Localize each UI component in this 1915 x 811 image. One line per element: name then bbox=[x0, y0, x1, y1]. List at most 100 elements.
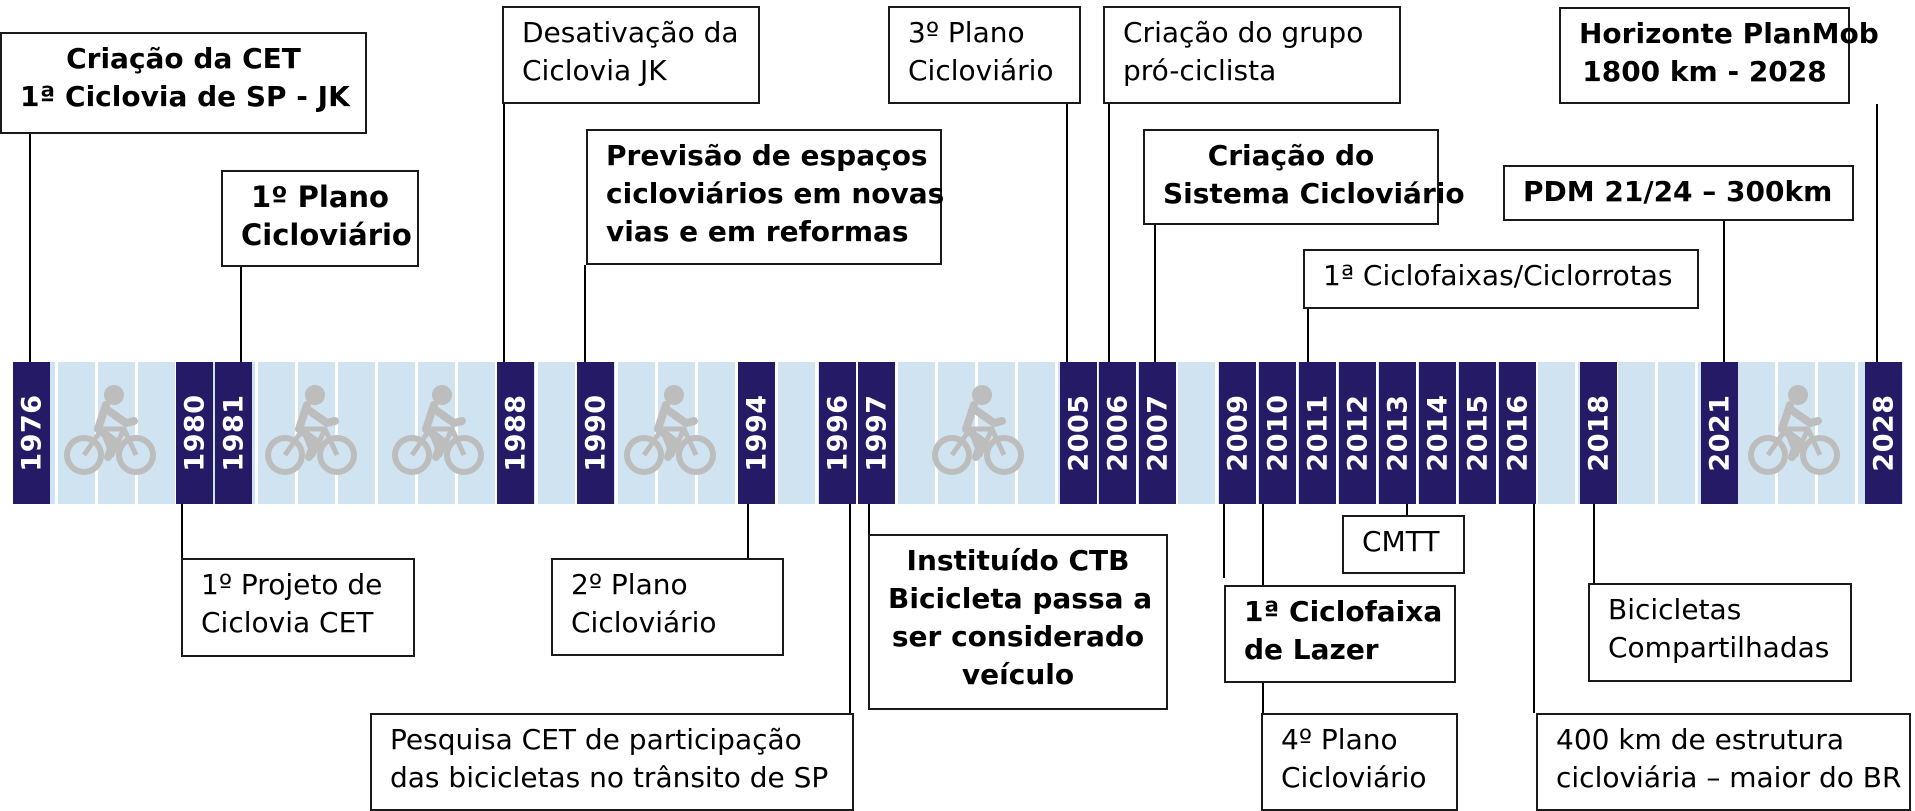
year-label: 1996 bbox=[822, 394, 853, 472]
year-marker-2011: 2011 bbox=[1299, 362, 1336, 504]
event-2007-line1: Criação do bbox=[1207, 139, 1375, 172]
event-2011-line1: 1ª Ciclofaixas/Ciclorrotas bbox=[1323, 259, 1673, 292]
year-marker-2012: 2012 bbox=[1339, 362, 1376, 504]
connector-line bbox=[240, 267, 242, 362]
bicycle-icon bbox=[263, 383, 359, 481]
band-separator bbox=[935, 362, 938, 504]
bicycle-icon bbox=[390, 383, 486, 481]
connector-line bbox=[181, 504, 183, 558]
event-2009-line1: 1ª Ciclofaixa bbox=[1244, 595, 1443, 628]
year-label: 2007 bbox=[1142, 394, 1173, 472]
year-label: 2010 bbox=[1262, 394, 1293, 472]
connector-line bbox=[1307, 309, 1309, 362]
event-2018-box: Bicicletas Compartilhadas bbox=[1588, 583, 1852, 682]
event-2010-line2: Cicloviário bbox=[1281, 761, 1427, 794]
event-2021-box: PDM 21/24 – 300km bbox=[1503, 165, 1854, 221]
band-separator bbox=[815, 362, 818, 504]
band-separator bbox=[255, 362, 258, 504]
event-2006-line1: Criação do grupo bbox=[1123, 16, 1364, 49]
event-2028-line1: Horizonte PlanMob bbox=[1579, 17, 1879, 50]
connector-line bbox=[584, 265, 586, 362]
connector-line bbox=[503, 104, 505, 362]
year-label: 1988 bbox=[500, 394, 531, 472]
band-separator bbox=[1415, 362, 1418, 504]
event-2010-box: 4º Plano Cicloviário bbox=[1261, 713, 1458, 811]
year-label: 2028 bbox=[1868, 394, 1899, 472]
event-1990-box: Previsão de espaços cicloviários em nova… bbox=[586, 129, 944, 265]
year-marker-2009: 2009 bbox=[1219, 362, 1256, 504]
event-1988-box: Desativação da Ciclovia JK bbox=[502, 6, 760, 104]
event-1996-box: Pesquisa CET de participação das bicicle… bbox=[370, 713, 854, 811]
year-label: 1981 bbox=[218, 394, 249, 472]
band-separator bbox=[1495, 362, 1498, 504]
connector-line bbox=[1154, 222, 1156, 362]
event-2021-line1: PDM 21/24 – 300km bbox=[1523, 175, 1833, 208]
event-2007-line2: Sistema Cicloviário bbox=[1163, 177, 1465, 210]
event-2016-box: 400 km de estrutura cicloviária – maior … bbox=[1536, 713, 1911, 811]
year-label: 2016 bbox=[1502, 394, 1533, 472]
year-label: 2012 bbox=[1342, 394, 1373, 472]
band-separator bbox=[1215, 362, 1218, 504]
year-marker-1988: 1988 bbox=[497, 362, 534, 504]
year-marker-1980: 1980 bbox=[176, 362, 213, 504]
year-label: 2013 bbox=[1382, 394, 1413, 472]
connector-line bbox=[849, 504, 851, 713]
event-2005-line2: Cicloviário bbox=[908, 54, 1054, 87]
year-marker-2006: 2006 bbox=[1099, 362, 1136, 504]
band-separator bbox=[575, 362, 578, 504]
year-marker-2007: 2007 bbox=[1139, 362, 1176, 504]
year-label: 2014 bbox=[1422, 394, 1453, 472]
event-1997-line3: ser considerado bbox=[891, 620, 1145, 653]
year-marker-1997: 1997 bbox=[858, 362, 895, 504]
band-separator bbox=[735, 362, 738, 504]
year-label: 1980 bbox=[179, 394, 210, 472]
year-marker-2028: 2028 bbox=[1865, 362, 1902, 504]
year-label: 2018 bbox=[1583, 394, 1614, 472]
connector-line bbox=[1108, 104, 1110, 362]
event-1997-box: Instituído CTB Bicicleta passa a ser con… bbox=[868, 534, 1168, 710]
year-marker-1990: 1990 bbox=[577, 362, 614, 504]
connector-line bbox=[1876, 104, 1878, 362]
band-separator bbox=[855, 362, 858, 504]
band-separator bbox=[1375, 362, 1378, 504]
connector-line bbox=[1262, 504, 1264, 585]
connector-line bbox=[1223, 504, 1225, 578]
event-1980-line2: Ciclovia CET bbox=[201, 606, 374, 639]
event-2011-box: 1ª Ciclofaixas/Ciclorrotas bbox=[1303, 249, 1699, 309]
connector-line bbox=[1593, 504, 1595, 583]
event-1981-line2: Cicloviário bbox=[241, 218, 412, 252]
year-label: 1976 bbox=[16, 394, 47, 472]
band-separator bbox=[895, 362, 898, 504]
event-2013-line1: CMTT bbox=[1362, 525, 1440, 558]
year-label: 1997 bbox=[861, 394, 892, 472]
year-marker-2014: 2014 bbox=[1419, 362, 1456, 504]
band-separator bbox=[415, 362, 418, 504]
band-separator bbox=[55, 362, 58, 504]
event-1994-line1: 2º Plano bbox=[571, 568, 688, 601]
event-1996-line2: das bicicletas no trânsito de SP bbox=[390, 761, 829, 794]
event-2007-box: Criação do Sistema Cicloviário bbox=[1143, 129, 1465, 225]
band-separator bbox=[695, 362, 698, 504]
year-label: 2011 bbox=[1302, 394, 1333, 472]
band-separator bbox=[615, 362, 618, 504]
event-1990-line3: vias e em reformas bbox=[606, 215, 909, 248]
band-separator bbox=[1535, 362, 1538, 504]
year-marker-1994: 1994 bbox=[738, 362, 775, 504]
band-separator bbox=[1655, 362, 1658, 504]
event-1981-box: 1º Plano Cicloviário bbox=[221, 170, 419, 267]
band-separator bbox=[375, 362, 378, 504]
event-2013-box: CMTT bbox=[1342, 515, 1465, 574]
year-marker-2010: 2010 bbox=[1259, 362, 1296, 504]
connector-line bbox=[1533, 504, 1535, 713]
event-2009-box: 1ª Ciclofaixa de Lazer bbox=[1224, 585, 1456, 683]
band-separator bbox=[535, 362, 538, 504]
event-2016-line2: cicloviária – maior do BR bbox=[1556, 761, 1902, 794]
event-1976-line1: Criação da CET bbox=[66, 42, 301, 75]
band-separator bbox=[1255, 362, 1258, 504]
band-separator bbox=[295, 362, 298, 504]
year-marker-2015: 2015 bbox=[1459, 362, 1496, 504]
band-separator bbox=[1855, 362, 1858, 504]
connector-line bbox=[1262, 683, 1264, 713]
event-2005-line1: 3º Plano bbox=[908, 16, 1025, 49]
year-marker-1996: 1996 bbox=[819, 362, 856, 504]
